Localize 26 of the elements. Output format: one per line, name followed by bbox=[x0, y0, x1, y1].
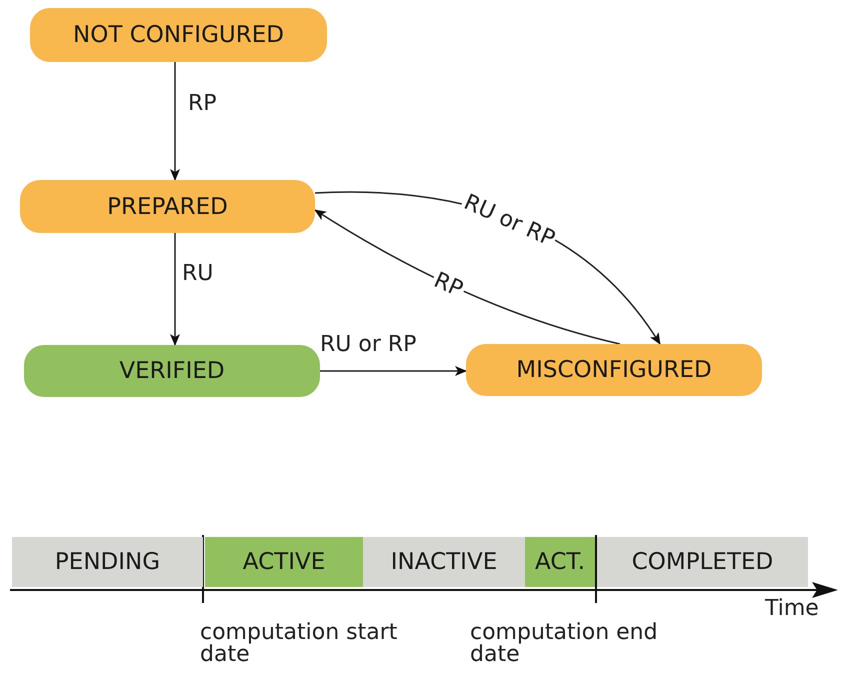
arrow bbox=[170, 62, 180, 181]
timeline-segment bbox=[363, 537, 525, 587]
state-label: ACT. bbox=[534, 549, 586, 575]
state-box bbox=[20, 180, 315, 233]
timeline-segment bbox=[525, 537, 595, 587]
date-label: computation end date bbox=[470, 622, 659, 666]
state-box bbox=[24, 345, 320, 397]
date-label: computation start date bbox=[200, 622, 398, 666]
state-label: ACTIVE bbox=[242, 549, 326, 575]
timeline-segment bbox=[12, 537, 203, 587]
state-label: INACTIVE bbox=[390, 549, 498, 575]
state-label: MISCONFIGURED bbox=[516, 357, 712, 383]
arrow bbox=[314, 209, 620, 345]
edge-label: RU or RP bbox=[318, 333, 418, 358]
state-label: VERIFIED bbox=[119, 358, 225, 384]
axis-label: Time bbox=[765, 598, 820, 620]
arrow bbox=[320, 366, 467, 376]
timeline-segment bbox=[205, 537, 363, 587]
state-label: COMPLETED bbox=[632, 549, 774, 575]
state-label: PREPARED bbox=[107, 194, 228, 220]
state-box bbox=[466, 344, 762, 396]
arrow bbox=[170, 233, 180, 346]
state-label: PENDING bbox=[54, 549, 160, 575]
state-label: NOT CONFIGURED bbox=[73, 22, 284, 48]
timeline-segment bbox=[597, 537, 808, 587]
state-box bbox=[30, 8, 327, 62]
